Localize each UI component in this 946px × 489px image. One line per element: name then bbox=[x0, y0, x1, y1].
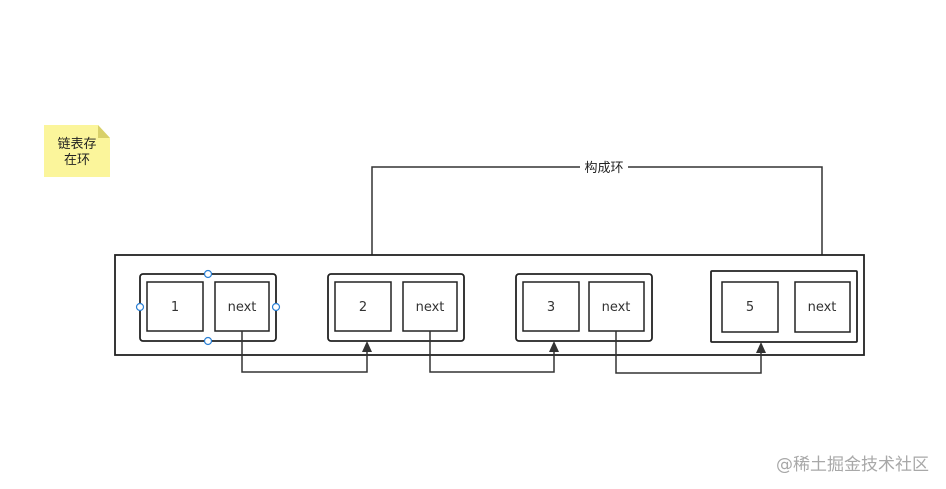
node-2-value: 2 bbox=[359, 300, 367, 315]
sticky-note-line-1: 链表存 bbox=[57, 137, 96, 152]
node-2-value-box[interactable] bbox=[334, 281, 392, 332]
connector-1-to-2-arrowhead bbox=[362, 341, 372, 352]
sticky-note-body bbox=[44, 125, 110, 177]
list-node-3[interactable]: 3 next bbox=[515, 273, 653, 342]
node-2-next-box[interactable] bbox=[402, 281, 458, 332]
node-3-value-box[interactable] bbox=[522, 281, 580, 332]
sticky-note[interactable]: 链表存 在环 bbox=[44, 125, 110, 177]
node-3-next-label: next bbox=[602, 300, 631, 315]
cycle-label: 构成环 bbox=[584, 161, 623, 176]
cycle-label-background bbox=[580, 159, 628, 175]
node-5-next-box[interactable] bbox=[794, 281, 851, 333]
node-5-next-label: next bbox=[808, 300, 837, 315]
node-3-value: 3 bbox=[547, 300, 555, 315]
connector-3-to-5[interactable] bbox=[615, 331, 766, 374]
node-3-next-box[interactable] bbox=[588, 281, 645, 332]
list-node-2[interactable]: 2 next bbox=[327, 273, 465, 342]
list-node-1[interactable]: 1 next bbox=[139, 273, 277, 342]
node-1-next-label: next bbox=[228, 300, 257, 315]
selection-handles[interactable] bbox=[135, 269, 281, 346]
selection-handle-top[interactable] bbox=[203, 269, 213, 279]
watermark: @稀土掘金技术社区 bbox=[776, 455, 929, 475]
sticky-note-fold bbox=[98, 125, 110, 138]
connector-1-to-2[interactable] bbox=[241, 331, 372, 373]
selection-handle-left[interactable] bbox=[135, 302, 145, 312]
connector-3-to-5-arrowhead bbox=[756, 342, 766, 353]
node-5-value-box[interactable] bbox=[721, 281, 779, 333]
node-2-next-label: next bbox=[416, 300, 445, 315]
selection-handle-right[interactable] bbox=[271, 302, 281, 312]
connector-1-to-2-line bbox=[241, 331, 368, 373]
sticky-note-line-2: 在环 bbox=[64, 153, 90, 168]
node-5-value: 5 bbox=[746, 300, 754, 315]
selection-handle-bottom[interactable] bbox=[203, 336, 213, 346]
connector-3-to-5-line bbox=[615, 331, 762, 374]
cycle-connector[interactable]: 构成环 bbox=[367, 159, 823, 282]
list-node-5[interactable]: 5 next bbox=[710, 270, 858, 343]
connector-2-to-3[interactable] bbox=[429, 331, 559, 373]
node-1-value: 1 bbox=[171, 300, 179, 315]
connector-2-to-3-arrowhead bbox=[549, 341, 559, 352]
node-1-value-box[interactable] bbox=[146, 281, 204, 332]
connector-2-to-3-line bbox=[429, 331, 555, 373]
